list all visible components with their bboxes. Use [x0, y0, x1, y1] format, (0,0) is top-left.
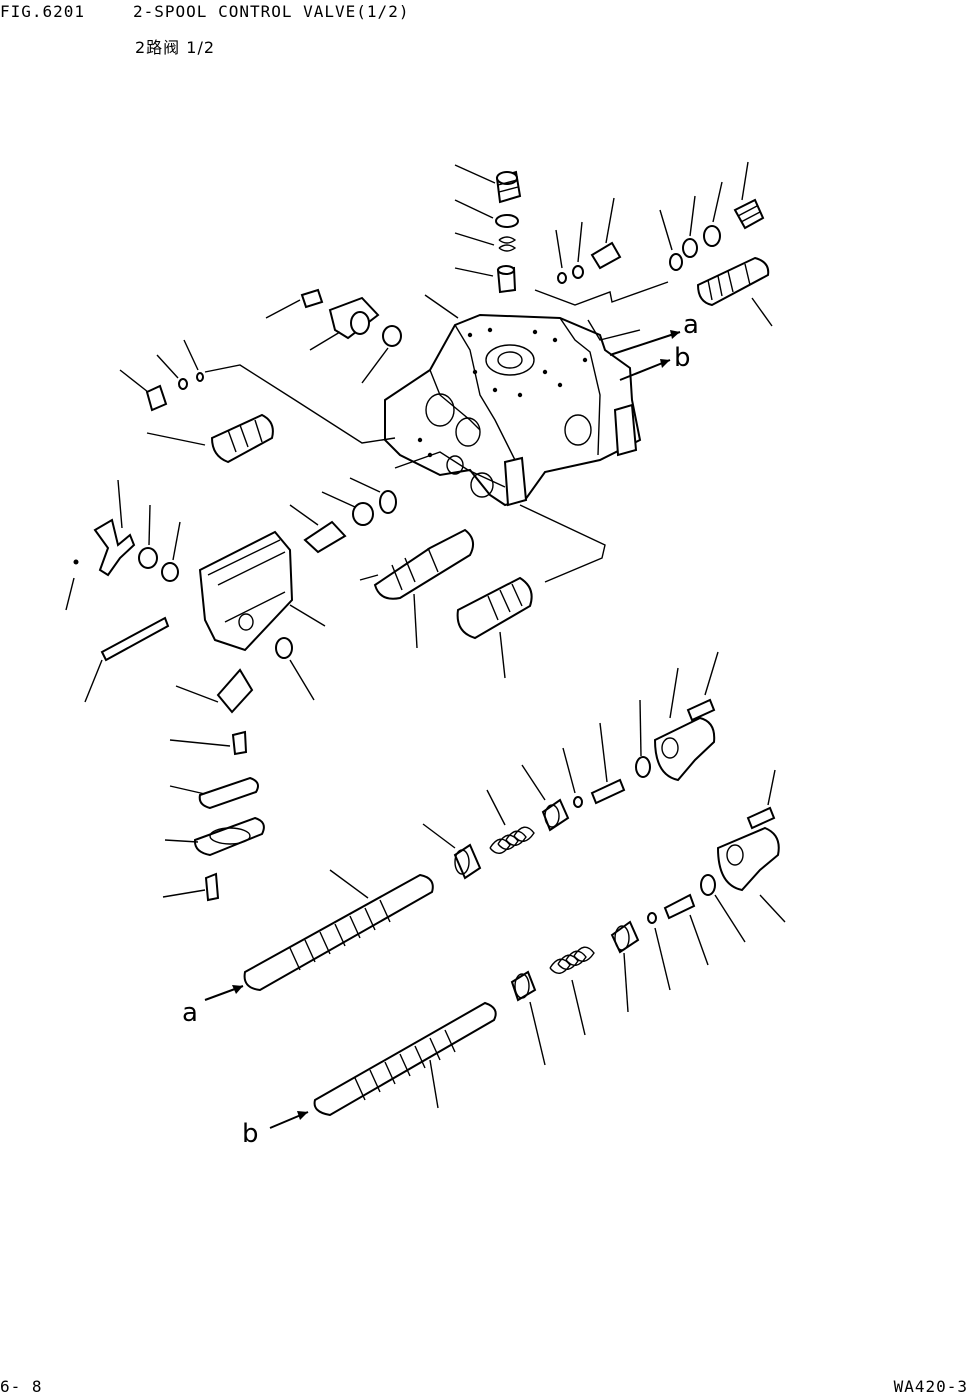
figure-number: FIG.6201: [0, 2, 86, 21]
callout-a-upper: a: [683, 310, 699, 340]
figure-subtitle: 2路阀 1/2: [135, 38, 216, 57]
middle-fittings: [289, 451, 606, 679]
valve-body: [384, 313, 642, 507]
spool-b-assembly: [269, 769, 786, 1129]
page-number: 6- 8: [0, 1377, 43, 1396]
top-relief-plug-stack: [424, 164, 522, 319]
callout-b-upper: b: [674, 343, 691, 373]
left-fittings: [119, 288, 402, 464]
lever-assembly: [65, 479, 326, 902]
callout-b-lower: b: [242, 1119, 259, 1149]
spool-a-assembly: [204, 651, 719, 1001]
callout-arrows: [609, 330, 681, 381]
callout-a-lower: a: [182, 998, 198, 1028]
upper-right-fittings: [534, 161, 773, 341]
figure-title: 2-SPOOL CONTROL VALVE(1/2): [133, 2, 410, 21]
model-code: WA420-3: [893, 1377, 968, 1396]
